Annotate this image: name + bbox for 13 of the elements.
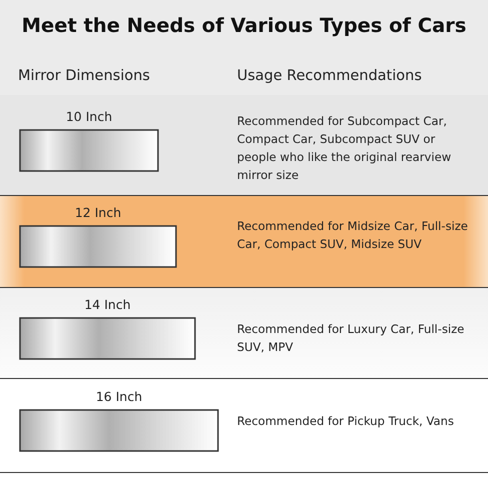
table-row [0, 95, 488, 196]
recommendation-text: Recommended for Subcompact Car, Compact Car, Subcompact SUV or people who like the original rearview mirror size [237, 112, 452, 184]
title: Meet the Needs of Various Types of Cars [20, 14, 468, 37]
size-label: 12 Inch [74, 205, 122, 220]
recommendation-text: Recommended for Pickup Truck, Vans [237, 413, 455, 430]
column-header: Mirror Dimensions [18, 68, 150, 84]
recommendation-text: Recommended for Midsize Car, Full-size Car, Compact SUV, Midsize SUV [237, 218, 469, 253]
recommendation-text: Recommended for Luxury Car, Full-size SUV, MPV [237, 320, 466, 356]
size-label: 10 Inch [66, 108, 112, 124]
size-label: 16 Inch [96, 389, 142, 404]
table-row [0, 288, 488, 379]
size-label: 14 Inch [84, 296, 131, 312]
table-row [0, 196, 488, 288]
